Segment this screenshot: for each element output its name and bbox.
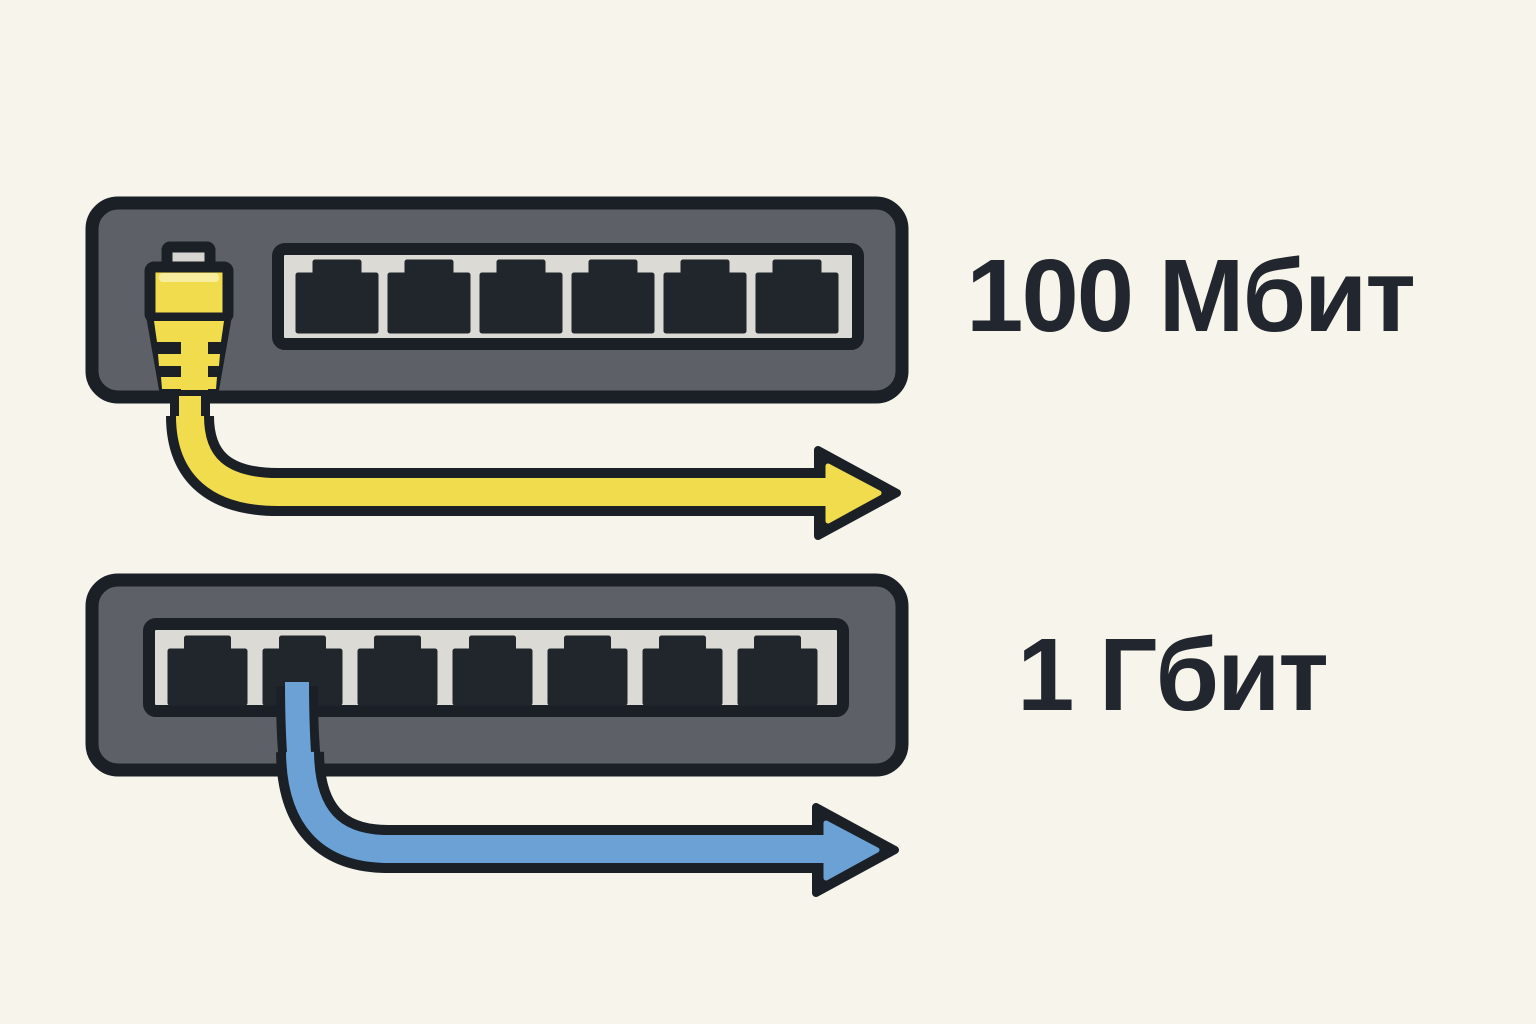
- rj45-port: [737, 635, 818, 706]
- yellow-arrowhead: [825, 463, 882, 524]
- label-1gbit: 1 Гбит: [1017, 617, 1327, 732]
- blue-cable-arrow: [276, 681, 899, 897]
- yellow-arrow-core: [176, 415, 828, 506]
- rj45-port: [357, 635, 438, 706]
- rj45-port: [479, 259, 563, 334]
- yellow-cable-arrow: [166, 382, 901, 540]
- blue-arrowhead: [823, 820, 880, 881]
- rj45-port-row: [167, 635, 818, 706]
- rj45-port: [642, 635, 723, 706]
- rj45-port: [387, 259, 471, 334]
- gigabit-switch: [85, 573, 909, 777]
- rj45-port: [663, 259, 747, 334]
- rj45-port: [547, 635, 628, 706]
- rj45-port: [452, 635, 533, 706]
- rj45-port: [571, 259, 655, 334]
- rj45-connector-yellow: [144, 241, 234, 396]
- fast-ethernet-switch: [85, 196, 909, 404]
- rj45-port: [755, 259, 839, 334]
- connector-boot-comb: [154, 321, 224, 390]
- rj45-port: [295, 259, 379, 334]
- connector-highlight: [159, 273, 219, 282]
- blue-arrow-core: [286, 751, 826, 863]
- rj45-port-row: [295, 259, 839, 334]
- rj45-port: [167, 635, 248, 706]
- label-100mbit: 100 Мбит: [966, 238, 1414, 353]
